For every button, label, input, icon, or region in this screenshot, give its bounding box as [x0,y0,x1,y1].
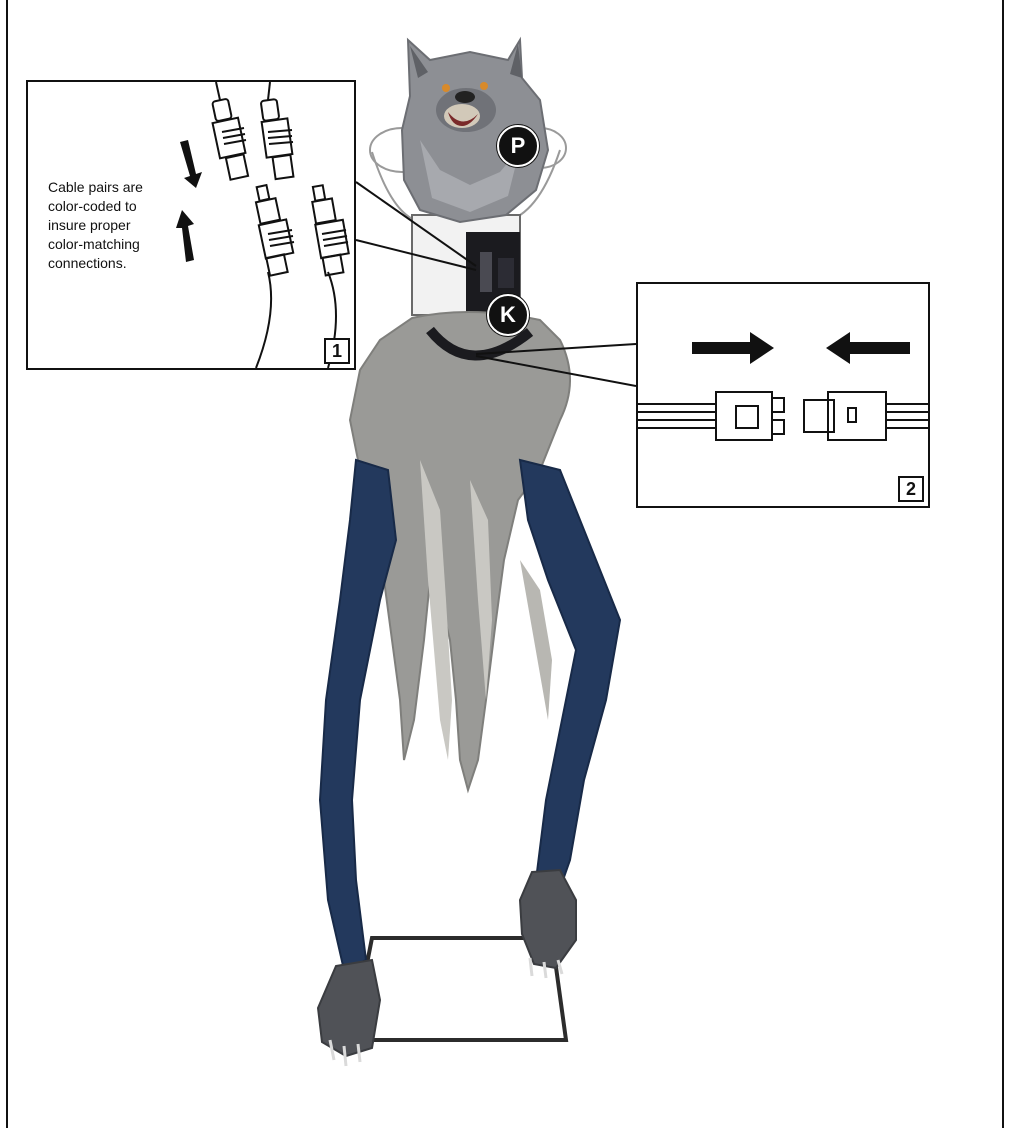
arrow-right-icon [692,332,774,364]
arrow-left-icon [826,332,910,364]
left-paw [318,960,380,1066]
upper-plug-right [261,99,294,179]
step-number-2: 2 [898,476,924,502]
right-paw [520,870,576,978]
part-label-p-badge: P [497,125,539,167]
arrow-up-icon [176,210,194,262]
connector-female [716,392,784,440]
lower-plug-right [312,185,348,275]
part-label-k-badge: K [487,294,529,336]
left-limb [320,460,396,970]
step-number-1: 1 [324,338,350,364]
connector-male [804,392,886,440]
callout-cable-pairs: Cable pairs are color-coded to insure pr… [26,80,356,370]
connector-diagram [638,284,928,506]
upper-plug-left [212,99,248,180]
cable-connector-diagram [158,82,358,368]
arrow-down-icon [180,140,202,188]
callout-connector: 2 [636,282,930,508]
right-limb [520,460,620,900]
lower-plug-left [256,185,294,276]
